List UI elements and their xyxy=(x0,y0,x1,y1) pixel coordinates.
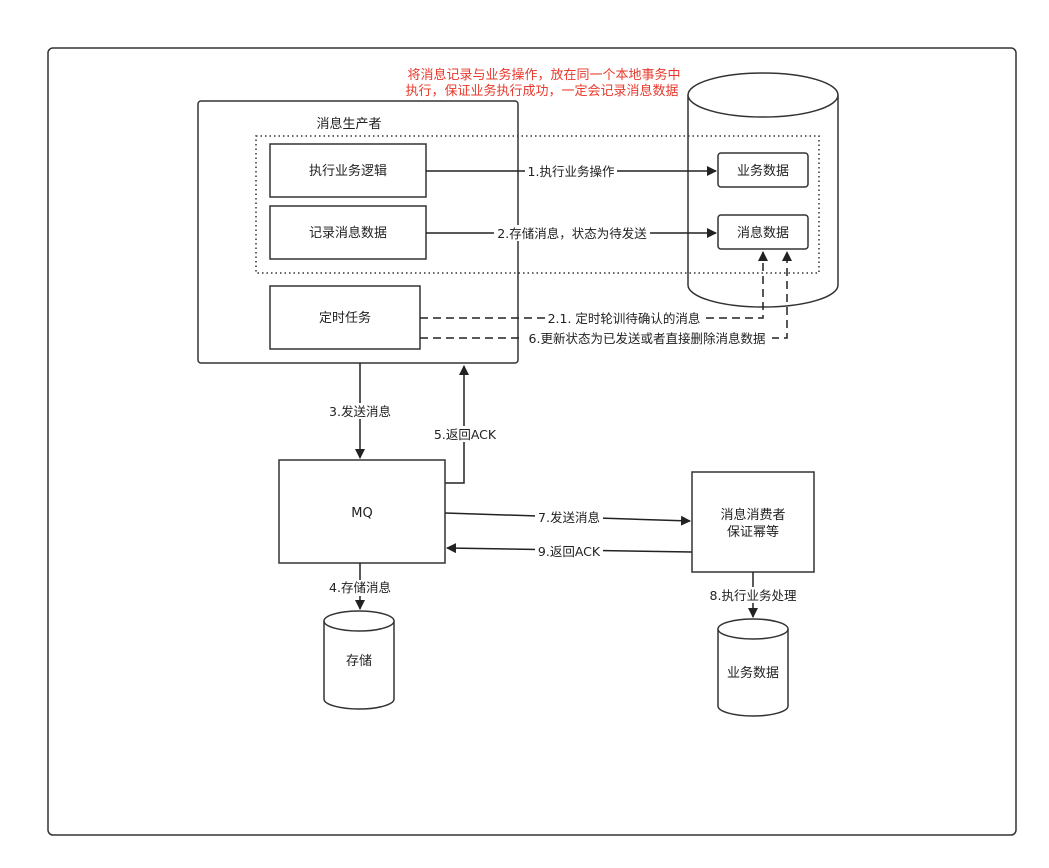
database-cylinder xyxy=(687,72,839,308)
mq-label: MQ xyxy=(351,506,372,521)
transaction-note-line1: 将消息记录与业务操作，放在同一个本地事务中 xyxy=(407,67,680,83)
storage-label: 存储 xyxy=(346,654,372,669)
consumer-db-label: 业务数据 xyxy=(727,665,779,681)
business-data-label: 业务数据 xyxy=(737,163,789,179)
consumer-label-line2: 保证幂等 xyxy=(727,524,779,540)
local-transaction-boundary xyxy=(255,135,820,274)
consumer-box xyxy=(691,471,815,573)
edge-update-status-label: 6.更新状态为已发送或者直接删除消息数据 xyxy=(529,331,766,346)
timer-task-box xyxy=(269,285,421,350)
message-data-label: 消息数据 xyxy=(737,225,789,241)
edge-send-message-label: 3.发送消息 xyxy=(329,404,391,419)
message-data-box xyxy=(717,214,809,250)
edge-consumer-ack-label: 9.返回ACK xyxy=(538,544,601,559)
edge-return-ack-label: 5.返回ACK xyxy=(434,427,497,442)
edge-persist-message-label: 4.存储消息 xyxy=(329,580,391,595)
consumer-label-line1: 消息消费者 xyxy=(720,507,785,523)
timer-task-label: 定时任务 xyxy=(319,310,371,326)
producer-title: 消息生产者 xyxy=(316,116,381,132)
exec-business-logic-label: 执行业务逻辑 xyxy=(309,163,387,179)
edge-process-business-label: 8.执行业务处理 xyxy=(710,588,797,603)
edge-poll-pending xyxy=(420,251,768,319)
edge-store-message-label: 2.存储消息，状态为待发送 xyxy=(497,226,647,241)
edge-exec-business-label: 1.执行业务操作 xyxy=(528,164,615,179)
business-data-box xyxy=(717,152,809,188)
edge-deliver-message-label: 7.发送消息 xyxy=(538,510,600,525)
record-message-label: 记录消息数据 xyxy=(309,225,387,241)
record-message-box xyxy=(269,205,427,260)
storage-cylinder xyxy=(323,610,395,710)
mq-box xyxy=(278,459,446,564)
transaction-note-line2: 执行，保证业务执行成功，一定会记录消息数据 xyxy=(405,83,678,99)
consumer-db-cylinder xyxy=(717,618,789,717)
edge-return-ack xyxy=(445,365,469,484)
edge-poll-pending-label: 2.1. 定时轮训待确认的消息 xyxy=(548,311,701,326)
